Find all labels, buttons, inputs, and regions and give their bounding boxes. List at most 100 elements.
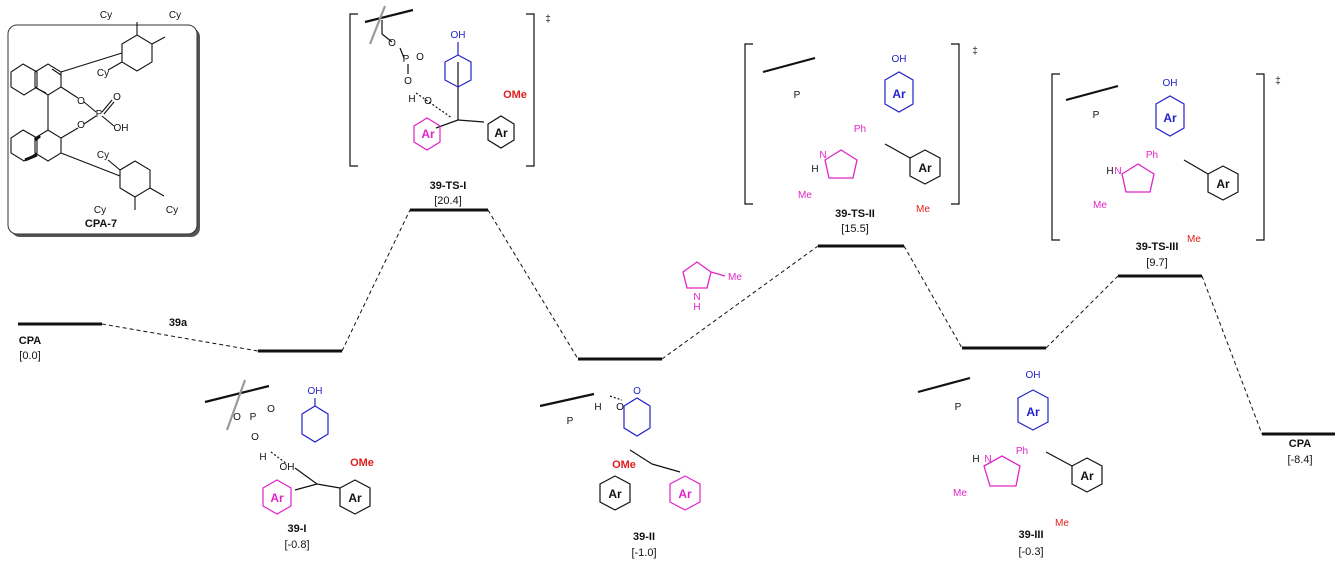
svg-text:Ar: Ar <box>270 491 284 505</box>
label-39-iii: 39-III <box>1018 529 1043 541</box>
catalyst-text: Cy Cy Cy Cy Cy Cy O O P O OH CPA-7 <box>77 10 181 230</box>
svg-text:‡: ‡ <box>972 46 978 57</box>
svg-text:Ar: Ar <box>678 487 692 501</box>
energy-levels <box>18 208 1335 436</box>
svg-text:Ar: Ar <box>421 127 435 141</box>
connector-6 <box>1045 275 1119 349</box>
svg-text:O: O <box>267 404 275 415</box>
svg-text:Ph: Ph <box>854 124 866 135</box>
connector-2 <box>341 209 411 352</box>
svg-text:O: O <box>404 76 412 87</box>
label-39-ii: 39-II <box>633 531 655 543</box>
svg-text:P: P <box>1093 110 1100 121</box>
connector-4 <box>661 245 819 360</box>
label-39a: 39a <box>169 317 188 329</box>
catalyst-name: CPA-7 <box>85 218 117 230</box>
svg-text:H: H <box>408 94 415 105</box>
cy-5: Cy <box>94 205 106 216</box>
cy-2: Cy <box>169 10 181 21</box>
svg-text:OH: OH <box>892 54 907 65</box>
structure-39-ii: P H O O OMe Ar Ar <box>539 386 701 511</box>
label-39-ts-i: 39-TS-I <box>430 180 467 192</box>
svg-text:H: H <box>259 452 266 463</box>
svg-text:‡: ‡ <box>1275 76 1281 87</box>
svg-text:O: O <box>233 412 241 423</box>
svg-text:P: P <box>567 416 574 427</box>
svg-text:P: P <box>403 54 410 65</box>
structure-39-ts-ii: P H ‡ OH Ar Ar Ph N Me Me <box>744 43 978 215</box>
svg-text:‡: ‡ <box>545 14 551 25</box>
energy-39-ii: [-1.0] <box>631 547 656 559</box>
energy-cpa-start: [0.0] <box>19 350 40 362</box>
svg-text:OH: OH <box>1163 78 1178 89</box>
svg-text:OMe: OMe <box>503 89 527 101</box>
svg-text:N: N <box>693 292 700 303</box>
p-atom: P <box>96 109 103 120</box>
svg-text:P: P <box>794 90 801 101</box>
svg-text:N: N <box>984 454 991 465</box>
svg-text:Ar: Ar <box>892 87 906 101</box>
label-cpa-start: CPA <box>19 335 41 347</box>
connector-1 <box>101 323 259 352</box>
svg-text:OH: OH <box>451 30 466 41</box>
svg-text:Ar: Ar <box>608 487 622 501</box>
o-1: O <box>77 96 85 107</box>
svg-text:Ph: Ph <box>1016 446 1028 457</box>
svg-text:Me: Me <box>728 272 742 283</box>
connector-3 <box>487 209 579 360</box>
cy-3: Cy <box>97 68 109 79</box>
connector-7 <box>1201 275 1263 435</box>
svg-text:H: H <box>693 302 700 313</box>
label-39-ts-iii: 39-TS-III <box>1136 241 1179 253</box>
connector-5 <box>903 245 963 349</box>
catalyst-box-frame <box>7 24 198 235</box>
svg-text:Me: Me <box>1093 200 1107 211</box>
svg-text:Me: Me <box>953 488 967 499</box>
svg-text:Ph: Ph <box>1146 150 1158 161</box>
cy-1: Cy <box>100 10 112 21</box>
svg-text:Ar: Ar <box>1163 111 1177 125</box>
structure-39-i: O P O O H OH OH OMe Ar Ar <box>204 379 374 515</box>
structure-39-ts-i: O P O O H O ‡ OH OMe Ar Ar <box>349 5 551 167</box>
svg-text:Me: Me <box>1055 518 1069 529</box>
label-39-i: 39-I <box>288 523 307 535</box>
catalyst-box: Cy Cy Cy Cy Cy Cy O O P O OH CPA-7 <box>7 10 200 237</box>
svg-text:H: H <box>811 164 818 175</box>
svg-text:Ar: Ar <box>494 126 508 140</box>
svg-text:Ar: Ar <box>348 491 362 505</box>
energy-39-iii: [-0.3] <box>1018 546 1043 558</box>
svg-text:O: O <box>251 432 259 443</box>
svg-text:H: H <box>972 454 979 465</box>
svg-text:O: O <box>616 402 624 413</box>
svg-text:OMe: OMe <box>350 457 374 469</box>
svg-text:N: N <box>819 150 826 161</box>
svg-text:O: O <box>388 38 396 49</box>
energy-39-ts-ii: [15.5] <box>841 223 869 235</box>
svg-text:Me: Me <box>916 204 930 215</box>
svg-text:Ar: Ar <box>1080 469 1094 483</box>
svg-text:Ar: Ar <box>1216 177 1230 191</box>
svg-text:OMe: OMe <box>612 459 636 471</box>
svg-text:Me: Me <box>798 190 812 201</box>
o-3: O <box>113 92 121 103</box>
energy-39-ts-i: [20.4] <box>434 195 462 207</box>
svg-text:Ar: Ar <box>918 161 932 175</box>
svg-text:O: O <box>633 386 641 397</box>
svg-text:OH: OH <box>308 386 323 397</box>
oh-atom: OH <box>114 123 129 134</box>
label-cpa-end: CPA <box>1289 438 1311 450</box>
svg-text:Ar: Ar <box>1026 405 1040 419</box>
svg-text:P: P <box>250 412 257 423</box>
cy-6: Cy <box>166 205 178 216</box>
svg-text:O: O <box>424 96 432 107</box>
state-labels: CPA [0.0] 39-I [-0.8] 39-TS-I [20.4] 39-… <box>19 180 1313 559</box>
energy-cpa-end: [-8.4] <box>1287 454 1312 466</box>
o-2: O <box>77 120 85 131</box>
svg-text:H: H <box>594 402 601 413</box>
structure-39-iii: P H OH Ar Ar Ph N Me Me <box>917 370 1103 529</box>
cy-4: Cy <box>97 150 109 161</box>
structure-39-ts-iii: P H ‡ OH Ar Ar Ph N Me Me <box>1051 73 1281 245</box>
svg-text:Me: Me <box>1187 234 1201 245</box>
